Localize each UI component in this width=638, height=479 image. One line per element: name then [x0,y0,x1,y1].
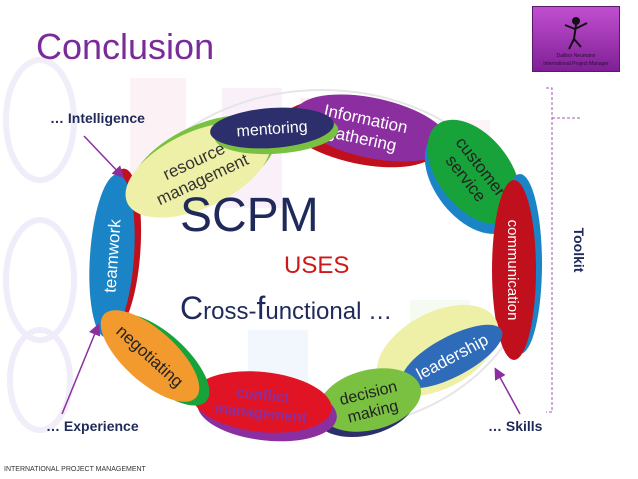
center-cross-functional: Cross-functional … [180,290,392,327]
ellipse-conflict-management: conflict management [192,371,337,442]
figure-icon [564,17,588,50]
presenter-logo: Dalibor Neumann International Project Ma… [532,6,620,72]
toolkit-label: Toolkit [571,228,587,273]
cross-rest-1: ross- [203,298,257,325]
ellipse-communication: communication [492,174,542,360]
arrow-experience [61,323,101,415]
slide-title: Conclusion [36,26,215,67]
cross-rest-2: unctional … [265,298,393,325]
arrow-skills [494,367,521,415]
logo-name: Dalibor Neumann [556,53,596,59]
annotation-skills: … Skills [488,418,543,434]
ellipse-teamwork: teamwork [89,168,142,338]
ellipse-label-communication: communication [504,220,521,321]
ellipse-negotiating: negotiating [100,310,210,406]
toolkit-bracket [546,87,553,413]
cross-big-f: f [256,290,266,326]
annotation-intelligence: … Intelligence [50,110,145,126]
ellipse-decision-making: decision making [314,368,421,438]
cross-big-c: C [180,290,204,326]
arrow-intelligence [83,135,125,179]
annotation-experience: … Experience [46,418,139,434]
logo-role: International Project Manager [543,61,609,67]
ellipse-label-mentoring: mentoring [236,119,308,141]
ellipse-mentoring: mentoring [210,107,339,155]
ellipse-label-conflict: conflict [235,384,290,406]
center-uses: USES [284,252,350,279]
center-title: SCPM [180,189,319,242]
footer-text: INTERNATIONAL PROJECT MANAGEMENT [4,466,146,473]
